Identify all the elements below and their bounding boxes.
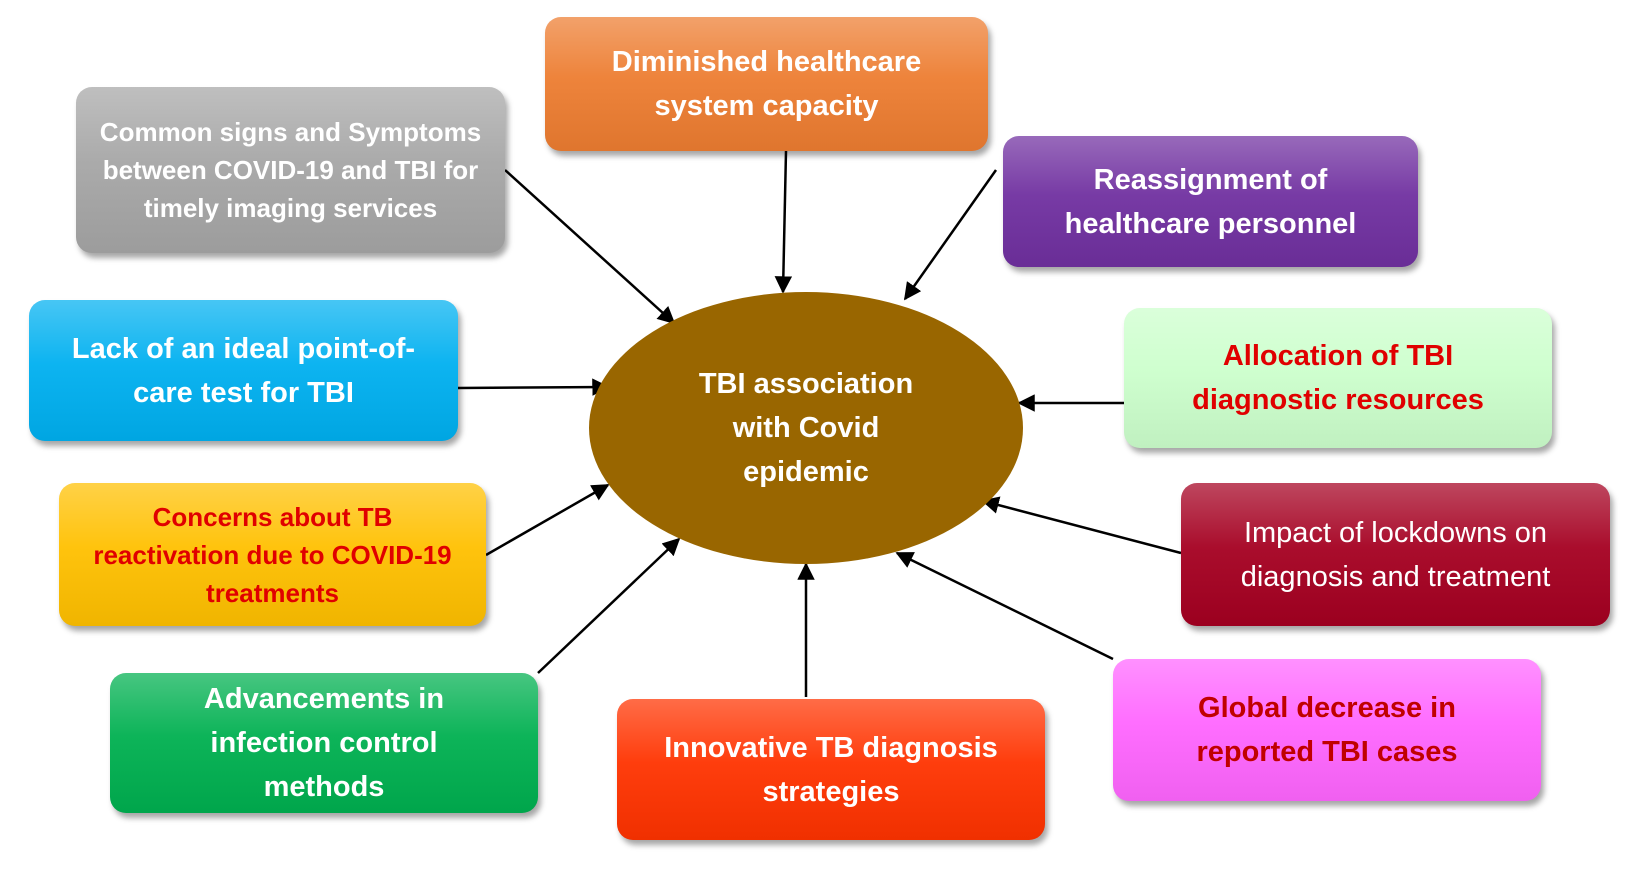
center-node: TBI association with Covid epidemic [589,292,1023,564]
factor-label: Advancements in infection control method… [203,683,445,803]
factor-label: Lack of an ideal point-of-care test for … [71,332,416,409]
arrow-reassignment [903,169,998,301]
arrow-point-of-care [457,378,610,396]
factor-allocation: Allocation of TBI diagnostic resources [1124,308,1552,448]
arrow-lockdowns [981,496,1182,555]
arrow-diminished-capacity [774,150,793,294]
factor-reassignment: Reassignment of healthcare personnel [1003,136,1418,267]
factor-label: Diminished healthcare system capacity [611,46,922,122]
factor-lockdowns: Impact of lockdowns on diagnosis and tre… [1181,483,1610,626]
factor-point-of-care: Lack of an ideal point-of-care test for … [29,300,458,441]
factor-label: Impact of lockdowns on diagnosis and tre… [1240,516,1551,593]
factor-reactivation: Concerns about TB reactivation due to CO… [59,483,486,626]
arrow-infection-control [537,537,681,674]
factor-label: Reassignment of healthcare personnel [1064,163,1357,240]
factor-infection-control: Advancements in infection control method… [110,673,538,813]
arrow-common-signs [504,169,676,325]
factor-global-decrease: Global decrease in reported TBI cases [1113,659,1541,801]
factor-common-signs: Common signs and Symptoms between COVID-… [76,87,505,253]
arrow-reactivation [485,483,610,557]
factor-label: Allocation of TBI diagnostic resources [1192,340,1484,416]
factor-label: Innovative TB diagnosis strategies [664,731,998,808]
center-label: TBI association with Covid epidemic [698,368,914,488]
factor-diminished-capacity: Diminished healthcare system capacity [545,17,988,151]
factor-label: Common signs and Symptoms between COVID-… [99,117,482,223]
arrow-global-decrease [895,551,1114,661]
factor-innovative: Innovative TB diagnosis strategies [617,699,1045,840]
factor-label: Global decrease in reported TBI cases [1196,692,1458,768]
factor-label: Concerns about TB reactivation due to CO… [93,501,452,608]
